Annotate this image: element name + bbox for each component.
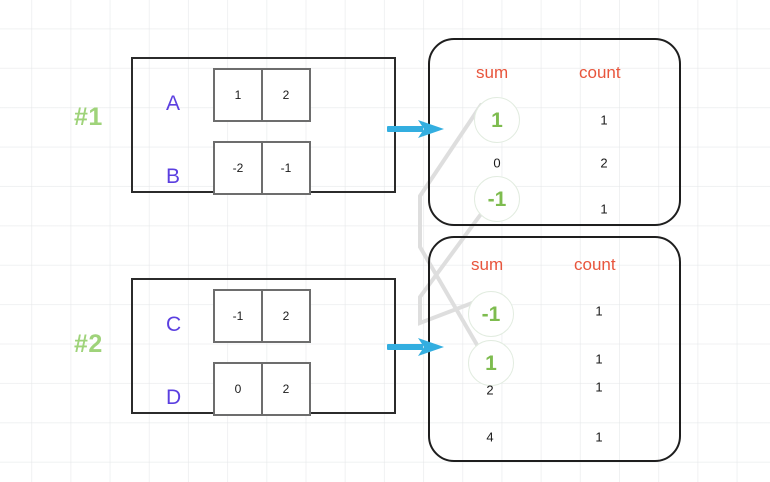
panel2-count-0: 1: [595, 303, 603, 319]
row-letter-d: D: [166, 386, 182, 409]
row-cells-c: -1 2: [213, 289, 311, 343]
output-panel-1: [428, 38, 681, 226]
panel2-header-count: count: [574, 255, 616, 274]
panel2-count-1: 1: [595, 351, 603, 367]
panel1-count-2: 1: [600, 201, 608, 217]
panel1-sum-2: -1: [474, 176, 520, 222]
row-cells-b: -2 -1: [213, 141, 311, 195]
cell-d-0: 0: [213, 362, 263, 416]
step-label-2: #2: [74, 330, 103, 358]
cell-c-1: 2: [261, 289, 311, 343]
panel2-header-sum: sum: [471, 255, 504, 274]
panel1-count-0: 1: [600, 112, 608, 128]
input-group-2: C -1 2 D 0 2: [131, 278, 396, 416]
panel2-count-3: 1: [595, 429, 603, 445]
row-letter-b: B: [166, 165, 181, 188]
row-cells-d: 0 2: [213, 362, 311, 416]
panel1-count-1: 2: [600, 155, 608, 171]
panel2-sum-1: 1: [468, 340, 514, 386]
cell-a-1: 2: [261, 68, 311, 122]
row-cells-a: 1 2: [213, 68, 311, 122]
panel1-sum-1: 0: [493, 155, 501, 171]
panel2-sum-2: 2: [486, 382, 494, 398]
panel2-sum-0: -1: [468, 291, 514, 337]
row-letter-a: A: [166, 92, 181, 115]
step-label-1: #1: [74, 103, 103, 131]
cell-a-0: 1: [213, 68, 263, 122]
input-group-1: A 1 2 B -2 -1: [131, 57, 396, 195]
output-panel-2: [428, 236, 681, 462]
panel2-sum-3: 4: [486, 429, 494, 445]
panel1-sum-0: 1: [474, 97, 520, 143]
panel2-count-2: 1: [595, 379, 603, 395]
row-letter-c: C: [166, 313, 182, 336]
panel1-header-sum: sum: [476, 63, 509, 82]
cell-b-0: -2: [213, 141, 263, 195]
cell-c-0: -1: [213, 289, 263, 343]
cell-b-1: -1: [261, 141, 311, 195]
cell-d-1: 2: [261, 362, 311, 416]
panel1-header-count: count: [579, 63, 621, 82]
